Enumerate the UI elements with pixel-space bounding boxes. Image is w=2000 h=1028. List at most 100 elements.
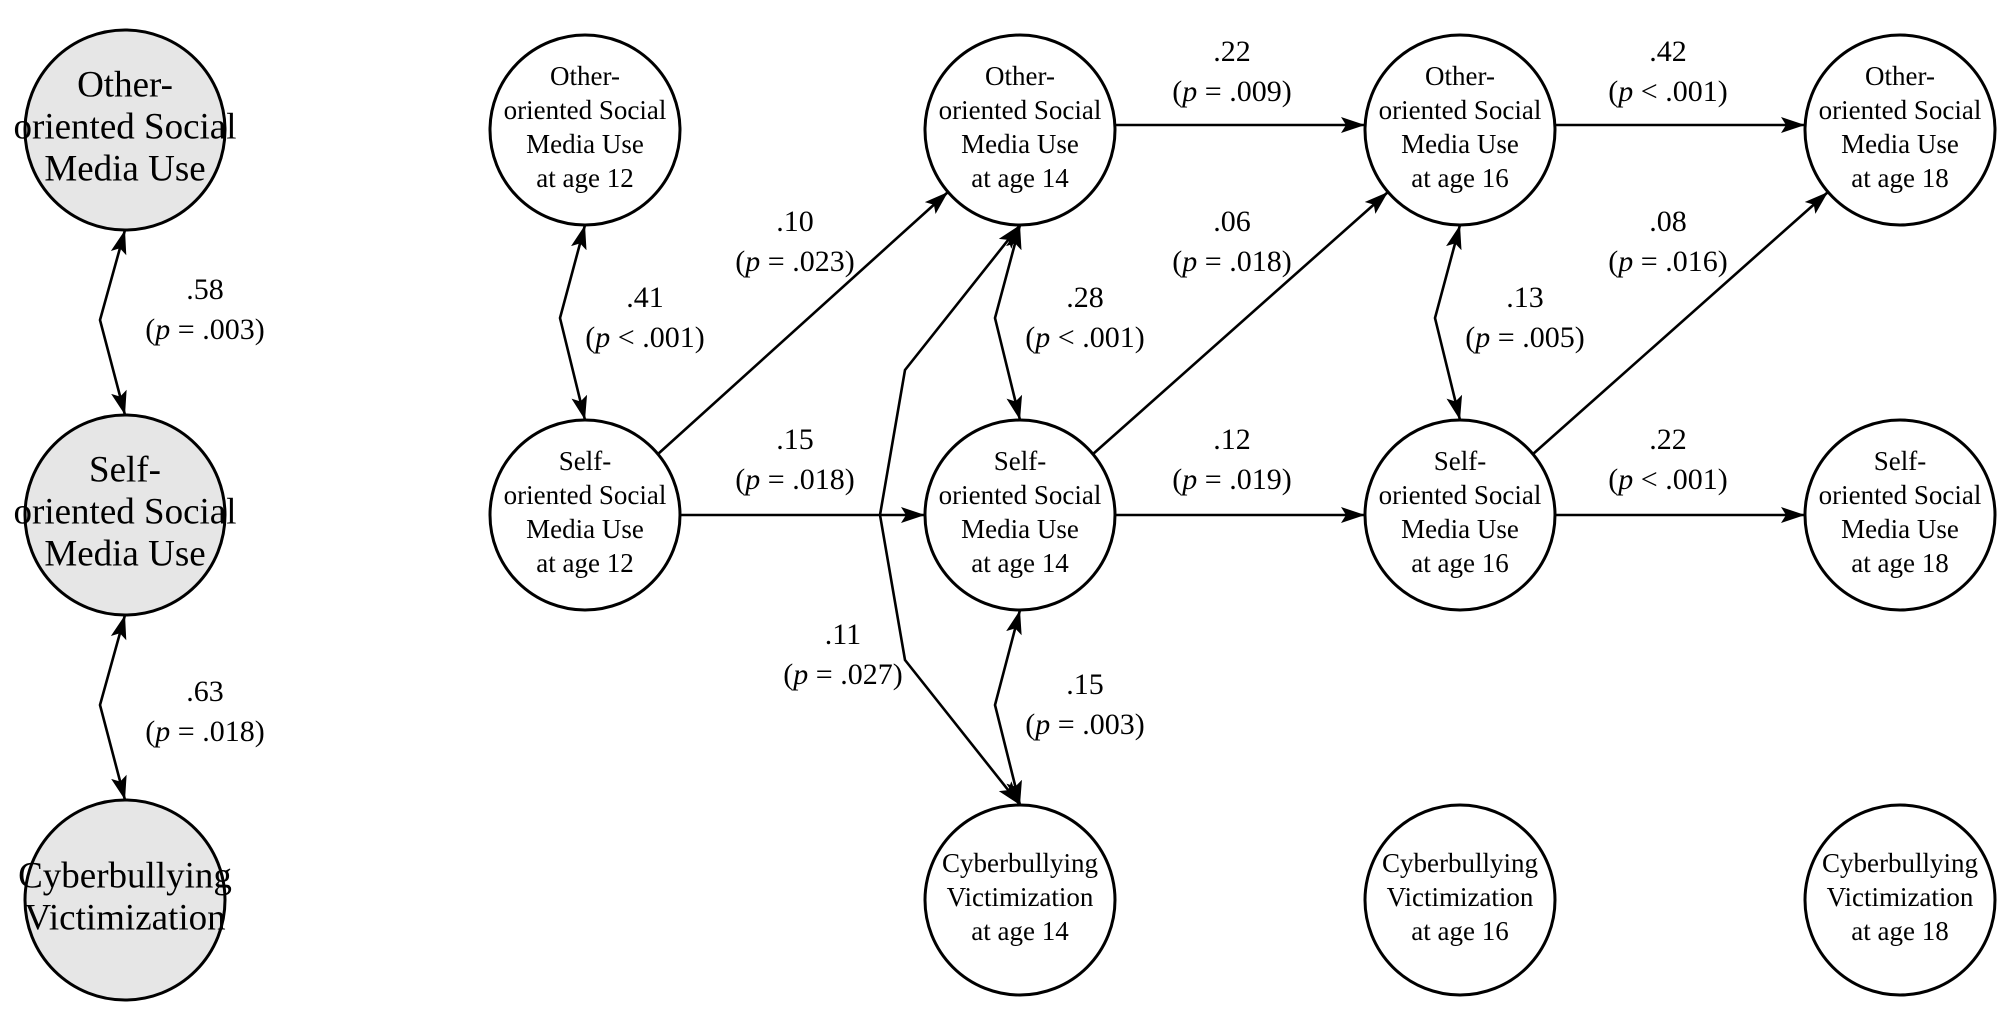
p-value-label: (p < .001) [1608, 463, 1727, 496]
node-label-line: Cyberbullying [1822, 848, 1978, 878]
covariance-arrow [993, 224, 1023, 421]
edge-label-s16-o18: .08 (p = .016) [1608, 205, 1727, 278]
node-label-line: Media Use [44, 533, 205, 574]
node-circle [923, 418, 1117, 612]
coefficient-label: .11 [825, 618, 861, 651]
node-label-line: Media Use [961, 514, 1079, 544]
path-arrow [1532, 191, 1829, 455]
node-label-line: oriented Social [939, 95, 1102, 125]
edge-label-lat-sc: .63(p = .018) [145, 675, 264, 748]
covariance-arrow [878, 224, 1022, 806]
p-value-label: (p = .018) [145, 715, 264, 748]
edge-label-o16-s16: .13(p = .005) [1465, 281, 1584, 354]
p-value-label: (p < .001) [1025, 321, 1144, 354]
covariance-arrow [98, 229, 127, 416]
edge-s12-o14 [657, 191, 949, 455]
node-circle [488, 418, 682, 612]
p-value-label: (p < .001) [585, 321, 704, 354]
node-label-line: at age 14 [971, 916, 1069, 946]
edge-lat-sc [98, 614, 127, 801]
node-label-line: Media Use [1841, 514, 1959, 544]
coefficient-label: .42 [1649, 35, 1687, 68]
node-circle [488, 33, 682, 227]
coefficient-label: .22 [1649, 423, 1687, 456]
node-label-line: Media Use [1401, 129, 1519, 159]
coefficient-label: .28 [1066, 281, 1104, 314]
edge-label-s12-o14: .10(p = .023) [735, 205, 854, 278]
node-label-line: at age 12 [536, 548, 633, 578]
p-value-label: (p = .003) [145, 313, 264, 346]
coefficient-label: .22 [1213, 35, 1251, 68]
node-label-line: Cyberbullying [18, 855, 232, 896]
p-value-label: (p = .018) [735, 463, 854, 496]
node-label-line: Other- [985, 61, 1055, 91]
edge-label-o14-s14: .28 (p < .001) [1025, 281, 1144, 354]
node-label-line: at age 14 [971, 163, 1069, 193]
node-label-line: Cyberbullying [942, 848, 1098, 878]
edge-label-lat-os: .58 (p = .003) [145, 273, 264, 346]
coefficient-label: .08 [1649, 205, 1687, 238]
edge-lat-os [98, 229, 127, 416]
coefficient-label: .13 [1506, 281, 1544, 314]
node-label-line: Self- [1434, 446, 1486, 476]
node-label-line: Self- [1874, 446, 1926, 476]
node-label-line: oriented Social [504, 480, 667, 510]
path-arrow [657, 191, 949, 455]
node-label-line: Media Use [1841, 129, 1959, 159]
node-label-line: Victimization [24, 897, 225, 938]
node-label-line: Media Use [526, 514, 644, 544]
covariance-arrow [98, 614, 127, 801]
node-label-line: Cyberbullying [1382, 848, 1538, 878]
node-circle [1803, 33, 1997, 227]
node-circle [923, 33, 1117, 227]
edge-s14-o16 [1092, 191, 1389, 455]
node-label-line: at age 18 [1851, 548, 1948, 578]
edge-label-s16-s18: .22 (p < .001) [1608, 423, 1727, 496]
node-label-line: Victimization [1387, 882, 1534, 912]
p-value-label: (p = .003) [1025, 708, 1144, 741]
node-label-line: oriented Social [1379, 480, 1542, 510]
node-label-line: at age 14 [971, 548, 1069, 578]
node-circle [23, 798, 227, 1002]
edge-label-s14-o16: .06(p = .018) [1172, 205, 1291, 278]
node-label-line: oriented Social [1379, 95, 1542, 125]
node-circle [1363, 33, 1557, 227]
p-value-label: (p = .016) [1608, 245, 1727, 278]
node-circle [23, 413, 227, 617]
node-label-line: oriented Social [1819, 95, 1982, 125]
node-label-line: Other- [1425, 61, 1495, 91]
coefficient-label: .58 [186, 273, 224, 306]
p-value-label: (p = .009) [1172, 75, 1291, 108]
edge-o16-s16 [1433, 224, 1463, 421]
node-circle [1363, 418, 1557, 612]
node-label-line: Other- [77, 64, 173, 105]
node-circle [1363, 803, 1557, 997]
coefficient-label: .06 [1213, 205, 1251, 238]
edge-label-o14-o16: .22 (p = .009) [1172, 35, 1291, 108]
coefficient-label: .15 [776, 423, 814, 456]
node-label-line: at age 16 [1411, 163, 1508, 193]
edge-s16-o18 [1532, 191, 1829, 455]
coefficient-label: .12 [1213, 423, 1251, 456]
edge-label-o14-c14: .11(p = .027) [783, 618, 902, 691]
node-label-line: at age 16 [1411, 548, 1508, 578]
labels-layer: .58(p = .003).63(p = .018).41(p < .001).… [145, 35, 1727, 748]
node-label-line: Media Use [526, 129, 644, 159]
edge-label-s14-c14: .15 (p = .003) [1025, 668, 1144, 741]
path-arrow [1092, 191, 1389, 455]
node-label-line: oriented Social [504, 95, 667, 125]
node-circle [923, 803, 1117, 997]
coefficient-label: .15 [1066, 668, 1104, 701]
node-label-line: Other- [1865, 61, 1935, 91]
